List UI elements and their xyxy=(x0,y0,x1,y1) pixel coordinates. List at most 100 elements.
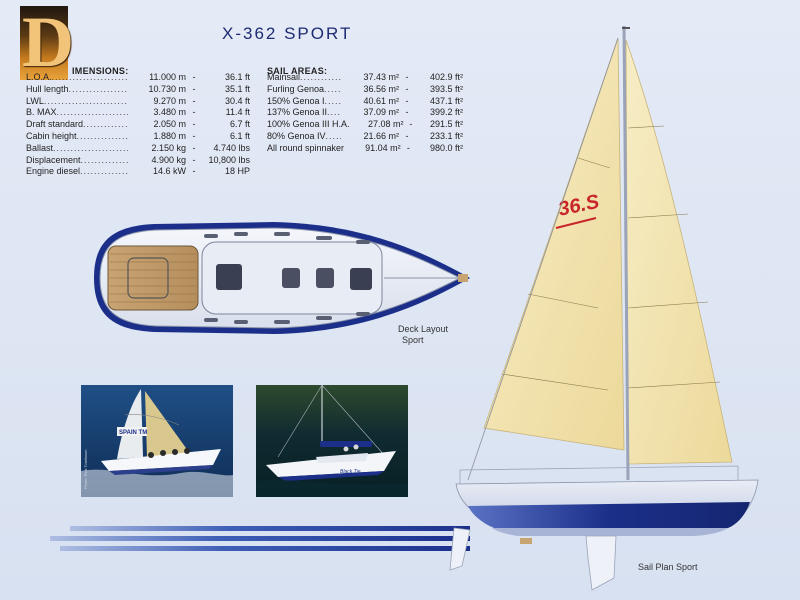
spec-separator: - xyxy=(192,154,196,165)
leader-dots: ........................................… xyxy=(80,166,128,177)
sail_areas-row: Mainsail ...............................… xyxy=(267,72,463,84)
spec-metric: 11.000 m xyxy=(149,72,186,82)
dimensions-row: Displacement ...........................… xyxy=(26,155,250,167)
spec-separator: - xyxy=(192,83,196,94)
hatch-4 xyxy=(350,268,372,290)
spec-separator: - xyxy=(192,119,196,130)
spec-label: 150% Genoa I xyxy=(267,95,325,106)
mast xyxy=(622,25,630,481)
hull-blue-stripe xyxy=(468,502,750,528)
spec-imperial: 30.4 ft xyxy=(224,95,250,106)
spec-separator: - xyxy=(192,142,196,153)
sail_areas-row: 150% Genoa I ...........................… xyxy=(267,96,463,108)
spec-imperial: 402.9 ft² xyxy=(429,72,463,82)
spec-separator: - xyxy=(405,72,409,82)
spec-imperial: 399.2 ft² xyxy=(429,107,463,118)
dimensions-row: L.O.A. .................................… xyxy=(26,72,250,84)
photo2-boat-name: Black Tie xyxy=(340,469,361,475)
leader-dots: ........................................… xyxy=(51,72,128,82)
spec-metric: 2.050 m xyxy=(153,119,186,130)
sail_areas-row: 137% Genoa II ..........................… xyxy=(267,107,463,119)
dimensions-row: Ballast ................................… xyxy=(26,143,250,155)
spec-label: 100% Genoa III H.A. xyxy=(267,119,350,130)
spec-imperial: 437.1 ft² xyxy=(429,95,463,106)
spec-label: L.O.A. xyxy=(26,72,52,82)
spec-label: B. MAX xyxy=(26,107,57,118)
spec-label: Ballast xyxy=(26,142,54,153)
leader-dots: ........................................… xyxy=(68,83,128,94)
spec-label: Hull length xyxy=(26,83,69,94)
spec-metric: 36.56 m² xyxy=(363,83,399,94)
spec-imperial: 18 HP xyxy=(224,166,250,177)
spec-label: 137% Genoa II xyxy=(267,107,328,118)
photo1-sail-text: SPAIN TM xyxy=(119,430,147,436)
spec-label: LWL xyxy=(26,95,44,106)
spec-label: 80% Genoa IV xyxy=(267,130,326,141)
spec-separator: - xyxy=(192,95,196,106)
photo-racing-sailboat: SPAIN TM Photo: Rick Tomlinson xyxy=(81,385,233,497)
spec-imperial: 10,800 lbs xyxy=(208,154,250,165)
dimensions-row: LWL ....................................… xyxy=(26,96,250,108)
spec-separator: - xyxy=(192,166,196,177)
spec-label: Draft standard xyxy=(26,119,84,130)
spec-separator: - xyxy=(192,72,196,82)
spec-metric: 2.150 kg xyxy=(151,142,186,153)
sail-plan-drawing: 36.S xyxy=(449,25,759,591)
spec-separator: - xyxy=(405,130,409,141)
spec-imperial: 6.7 ft xyxy=(229,119,250,130)
leader-dots: ........................................… xyxy=(324,95,341,106)
dimensions-row: B. MAX .................................… xyxy=(26,107,250,119)
rudder xyxy=(449,527,471,571)
spec-label: Cabin height xyxy=(26,130,77,141)
mainsail xyxy=(625,39,733,465)
dimensions-table: L.O.A. .................................… xyxy=(26,72,250,178)
spec-metric: 21.66 m² xyxy=(363,130,399,141)
spec-imperial: 11.4 ft xyxy=(225,107,250,118)
leader-dots: ........................................… xyxy=(80,154,128,165)
spec-metric: 37.09 m² xyxy=(363,107,399,118)
hatch-3 xyxy=(316,268,334,288)
spec-label: Furling Genoa xyxy=(267,83,325,94)
spec-imperial: 4.740 lbs xyxy=(213,142,250,153)
leader-dots: ........................................… xyxy=(325,130,341,141)
leader-dots: ........................................… xyxy=(83,119,128,130)
spec-metric: 14.6 kW xyxy=(152,166,186,177)
spec-label: Displacement xyxy=(26,154,81,165)
sail_areas-row: 100% Genoa III H.A. ....................… xyxy=(267,119,463,131)
leader-dots: ........................................… xyxy=(56,107,128,118)
spec-imperial: 980.0 ft² xyxy=(429,142,463,153)
sail_areas-row: 80% Genoa IV ...........................… xyxy=(267,131,463,143)
spec-imperial: 6.1 ft xyxy=(229,130,250,141)
deck-layout-caption: Deck Layout Sport xyxy=(398,324,449,345)
spec-imperial: 35.1 ft xyxy=(224,83,250,94)
spec-imperial: 233.1 ft² xyxy=(429,130,463,141)
hatch-1 xyxy=(216,264,242,290)
spec-separator: - xyxy=(406,142,410,153)
leader-dots: ........................................… xyxy=(43,95,128,106)
leader-dots: ........................................… xyxy=(324,83,341,94)
dropcap-image: D xyxy=(20,2,74,82)
spec-metric: 37.43 m² xyxy=(363,72,399,82)
sail-plan-caption: Sail Plan Sport xyxy=(638,562,698,572)
spec-label: All round spinnaker xyxy=(267,142,345,153)
leader-dots: ........................................… xyxy=(53,142,128,153)
leader-dots: ........................................… xyxy=(300,72,341,82)
spec-separator: - xyxy=(192,130,196,141)
keel xyxy=(585,535,617,591)
dimensions-row: Hull length ............................… xyxy=(26,84,250,96)
spec-metric: 27.08 m² xyxy=(367,119,404,130)
spec-imperial: 36.1 ft xyxy=(224,72,250,82)
photo1-credit: Photo: Rick Tomlinson xyxy=(83,450,88,490)
spec-separator: - xyxy=(405,95,409,106)
dimensions-row: Draft standard .........................… xyxy=(26,119,250,131)
spec-label: Engine diesel xyxy=(26,166,81,177)
dimensions-row: Engine diesel ..........................… xyxy=(26,166,250,178)
spec-separator: - xyxy=(192,107,196,118)
dropcap-letter: D xyxy=(22,2,74,82)
spec-separator: - xyxy=(409,119,413,130)
spec-imperial: 393.5 ft² xyxy=(429,83,463,94)
spec-metric: 10.730 m xyxy=(148,83,186,94)
photo-cruising-sailboat: Black Tie xyxy=(256,385,408,497)
hatch-2 xyxy=(282,268,300,288)
